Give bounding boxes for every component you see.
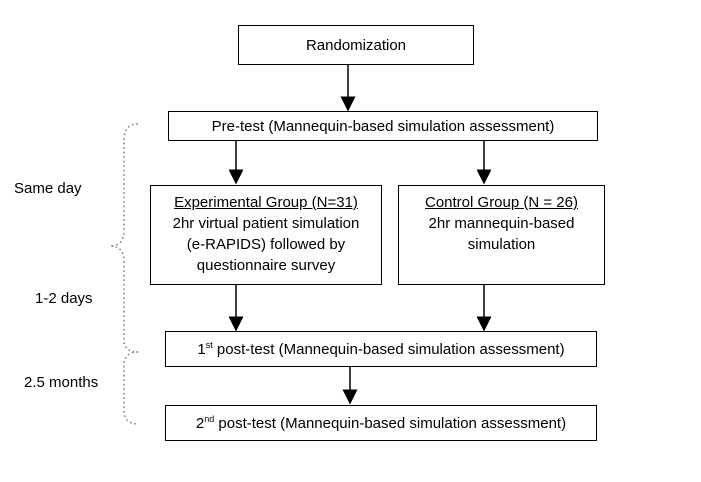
experimental-group-title: Experimental Group (N=31) bbox=[174, 194, 358, 211]
pretest-label: Pre-test (Mannequin-based simulation ass… bbox=[211, 117, 555, 135]
first-posttest-box: 1st post-test (Mannequin-based simulatio… bbox=[165, 331, 597, 367]
experimental-group-box: Experimental Group (N=31) 2hr virtual pa… bbox=[150, 185, 382, 285]
control-line-2: simulation bbox=[467, 236, 536, 253]
experimental-line-2: (e-RAPIDS) followed by bbox=[186, 236, 346, 253]
control-group-box: Control Group (N = 26) 2hr mannequin-bas… bbox=[398, 185, 605, 285]
randomization-label: Randomization bbox=[305, 36, 407, 54]
bracket-same-day bbox=[109, 123, 139, 353]
second-posttest-label: 2nd post-test (Mannequin-based simulatio… bbox=[196, 413, 566, 434]
experimental-line-1: 2hr virtual patient simulation bbox=[172, 215, 360, 232]
timeline-months: 2.5 months bbox=[24, 374, 99, 391]
timeline-days: 1-2 days bbox=[35, 290, 93, 307]
control-group-title: Control Group (N = 26) bbox=[425, 194, 578, 211]
second-posttest-box: 2nd post-test (Mannequin-based simulatio… bbox=[165, 405, 597, 441]
bracket-months bbox=[123, 351, 139, 425]
control-line-1: 2hr mannequin-based bbox=[428, 215, 575, 232]
second-posttest-number: 2 bbox=[195, 414, 205, 432]
pretest-box: Pre-test (Mannequin-based simulation ass… bbox=[168, 111, 598, 141]
first-posttest-label: 1st post-test (Mannequin-based simulatio… bbox=[197, 339, 564, 360]
second-posttest-text: post-test (Mannequin-based simulation as… bbox=[214, 414, 567, 432]
second-posttest-ordinal: nd bbox=[204, 413, 215, 424]
first-posttest-number: 1 bbox=[197, 340, 206, 358]
first-posttest-text: post-test (Mannequin-based simulation as… bbox=[212, 340, 565, 358]
randomization-box: Randomization bbox=[238, 25, 474, 65]
experimental-line-3: questionnaire survey bbox=[196, 257, 336, 274]
first-posttest-ordinal: st bbox=[205, 339, 213, 350]
timeline-same-day: Same day bbox=[14, 180, 82, 197]
